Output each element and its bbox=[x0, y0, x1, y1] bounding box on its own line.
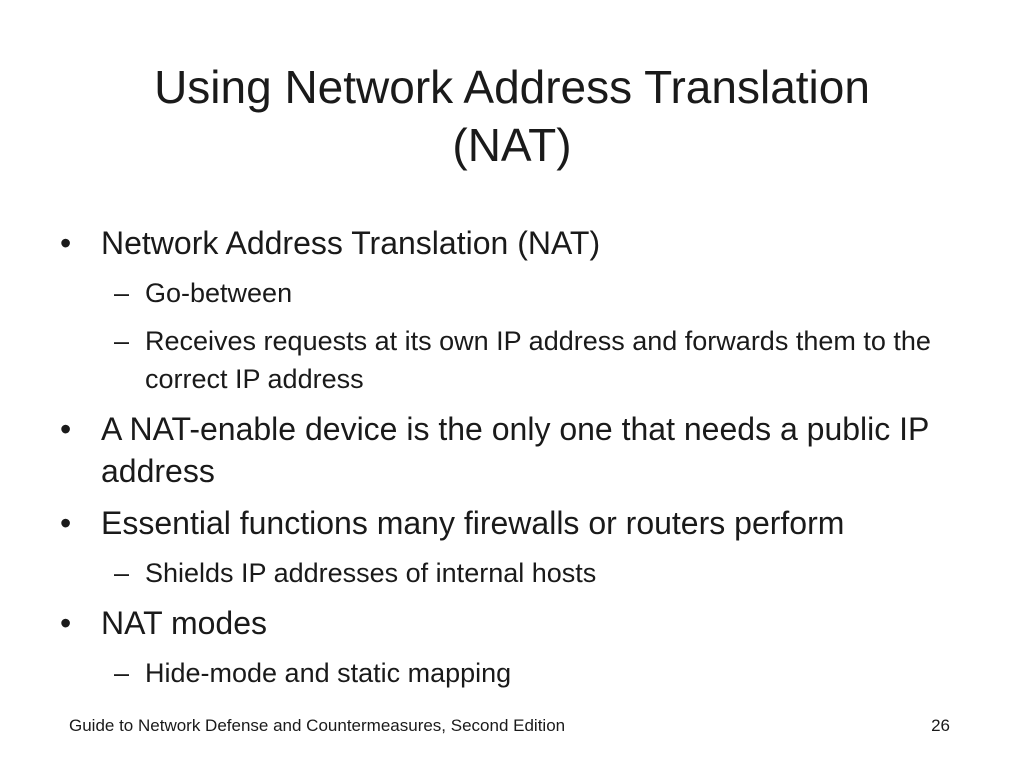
slide-title-line-1: Using Network Address Translation bbox=[154, 61, 870, 113]
slide-title: Using Network Address Translation (NAT) bbox=[60, 58, 964, 174]
dash-icon: – bbox=[114, 326, 130, 356]
dash-icon: – bbox=[114, 278, 130, 308]
sub-bullet-item: – Shields IP addresses of internal hosts bbox=[60, 554, 970, 592]
sub-bullet-text: Receives requests at its own IP address … bbox=[145, 326, 931, 394]
bullet-item: • NAT modes bbox=[60, 602, 970, 644]
sub-bullet-text: Go-between bbox=[145, 278, 293, 308]
bullet-icon: • bbox=[60, 225, 72, 261]
sub-bullet-item: – Receives requests at its own IP addres… bbox=[60, 322, 970, 398]
bullet-text: A NAT-enable device is the only one that… bbox=[101, 411, 929, 489]
sub-bullet-text: Hide-mode and static mapping bbox=[145, 658, 512, 688]
sub-bullet-item: – Hide-mode and static mapping bbox=[60, 654, 970, 692]
slide-title-line-2: (NAT) bbox=[452, 119, 572, 171]
dash-icon: – bbox=[114, 658, 130, 688]
sub-bullet-item: – Go-between bbox=[60, 274, 970, 312]
bullet-item: • A NAT-enable device is the only one th… bbox=[60, 408, 970, 492]
sub-bullet-text: Shields IP addresses of internal hosts bbox=[145, 558, 597, 588]
bullet-item: • Network Address Translation (NAT) bbox=[60, 222, 970, 264]
bullet-icon: • bbox=[60, 411, 72, 447]
bullet-text: NAT modes bbox=[101, 605, 267, 641]
footer-page-number: 26 bbox=[931, 716, 950, 735]
bullet-icon: • bbox=[60, 505, 72, 541]
footer-book-title: Guide to Network Defense and Countermeas… bbox=[69, 716, 566, 735]
bullet-icon: • bbox=[60, 605, 72, 641]
bullet-list: • Network Address Translation (NAT) – Go… bbox=[60, 222, 970, 692]
bullet-item: • Essential functions many firewalls or … bbox=[60, 502, 970, 544]
bullet-text: Network Address Translation (NAT) bbox=[101, 225, 601, 261]
bullet-text: Essential functions many firewalls or ro… bbox=[101, 505, 845, 541]
dash-icon: – bbox=[114, 558, 130, 588]
